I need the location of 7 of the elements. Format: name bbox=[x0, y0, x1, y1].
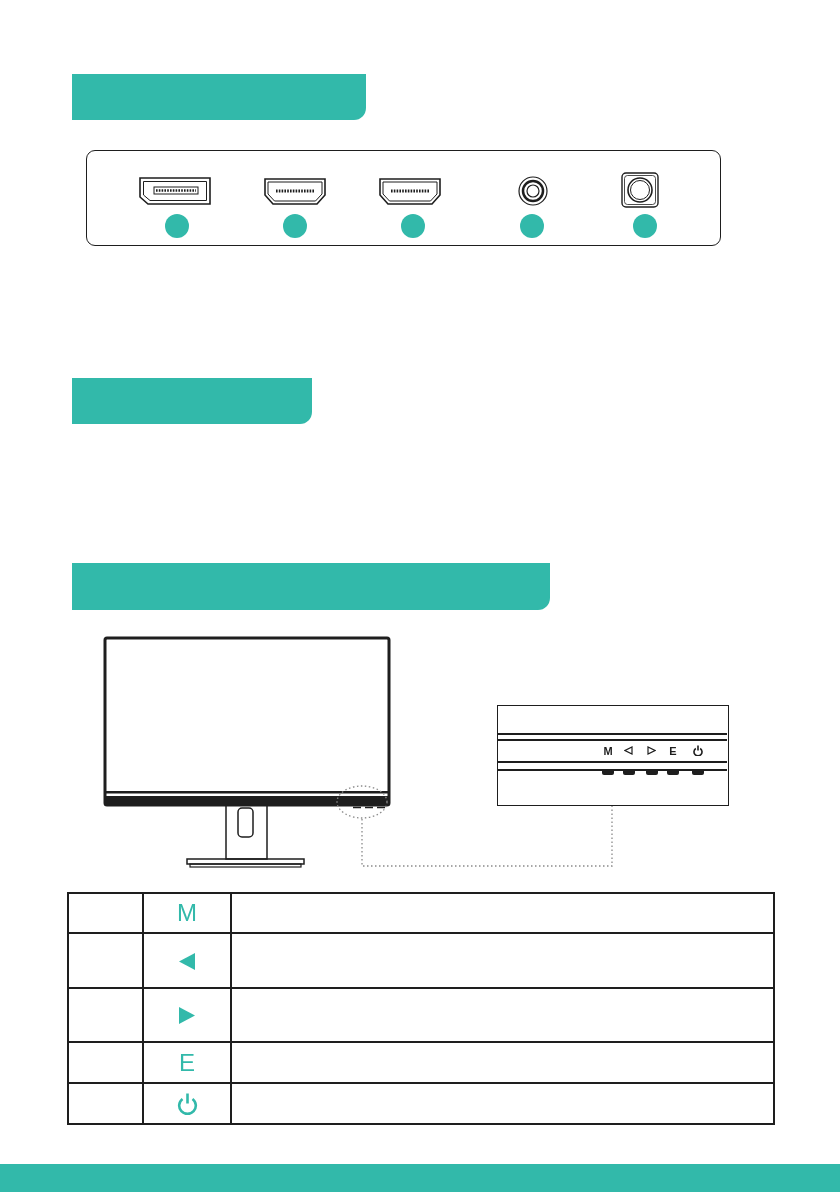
leader-line bbox=[361, 805, 613, 867]
button-label: M bbox=[603, 745, 613, 757]
highlight-circle bbox=[336, 785, 388, 819]
button-label: E bbox=[669, 745, 677, 757]
button-panel-closeup bbox=[497, 705, 729, 806]
button-symbol: M bbox=[177, 901, 197, 925]
button-symbol: E bbox=[179, 1050, 195, 1075]
